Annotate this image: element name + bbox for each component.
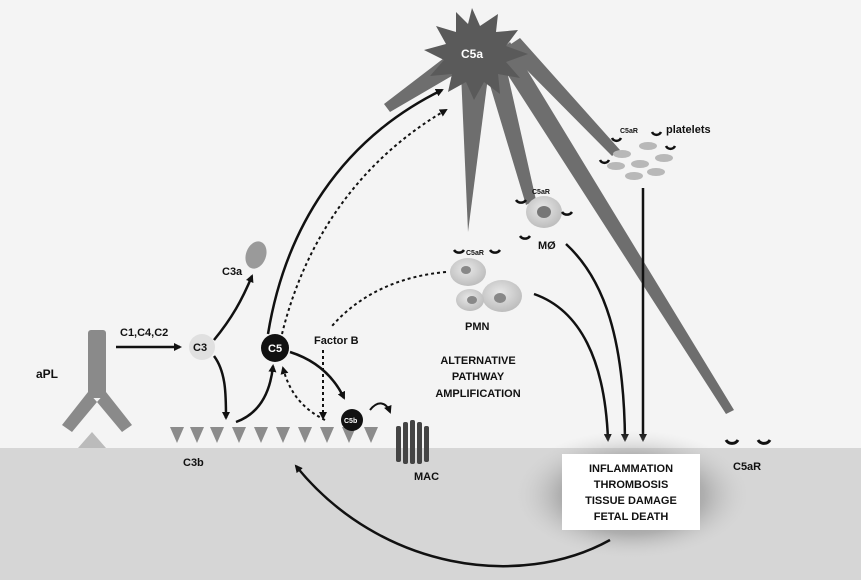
c5ar-label: C5aR xyxy=(733,461,761,473)
mac-complex xyxy=(396,420,429,464)
outcome-line2: THROMBOSIS xyxy=(594,479,669,491)
c5-to-c5a-arrow xyxy=(268,90,442,334)
c3-label: C3 xyxy=(193,342,207,354)
macrophage-cell xyxy=(516,196,572,239)
pmn-label: PMN xyxy=(465,321,490,333)
platelets-cluster xyxy=(600,132,675,180)
platelets-c5ar-label: C5aR xyxy=(620,128,638,135)
pmn-to-factor-b-dotted xyxy=(332,272,446,326)
outcome-line4: FETAL DEATH xyxy=(594,511,669,523)
alt-pathway-line2: PATHWAY xyxy=(452,371,505,383)
pmn-c5ar-label: C5aR xyxy=(466,250,484,257)
alt-pathway-line1: ALTERNATIVE xyxy=(440,355,515,367)
c5b-to-c5-dotted xyxy=(283,368,325,420)
mac-label: MAC xyxy=(414,471,439,483)
mo-to-outcome-arrow xyxy=(566,244,625,440)
pmn-cell xyxy=(450,250,522,312)
c3b-to-c5-arrow xyxy=(236,366,273,422)
mo-c5ar-label: C5aR xyxy=(532,189,550,196)
c5a-label: C5a xyxy=(461,47,483,61)
outcome-line1: INFLAMMATION xyxy=(589,463,673,475)
apl-label: aPL xyxy=(36,367,58,381)
c5ar-receptors xyxy=(726,440,770,443)
platelets-label: platelets xyxy=(666,124,711,136)
c3a-label: C3a xyxy=(222,266,243,278)
outcome-line3: TISSUE DAMAGE xyxy=(585,495,677,507)
pmn-to-outcome-arrow xyxy=(534,294,608,440)
c5-to-c5b-arrow xyxy=(290,352,344,398)
factor-b-label: Factor B xyxy=(314,335,359,347)
c3a-molecule xyxy=(242,238,270,271)
alt-pathway-line3: AMPLIFICATION xyxy=(435,388,520,400)
c3-to-c3a-arrow xyxy=(214,276,252,340)
mo-label: MØ xyxy=(538,240,556,252)
c5-label: C5 xyxy=(268,343,282,355)
c5b-to-mac-arrow xyxy=(370,403,390,412)
c3-to-c3b-arrow xyxy=(214,356,226,418)
c3b-label: C3b xyxy=(183,457,204,469)
c5b-label: C5b xyxy=(344,418,357,425)
c1c4c2-label: C1,C4,C2 xyxy=(120,327,168,339)
c5a-rays xyxy=(384,38,734,414)
